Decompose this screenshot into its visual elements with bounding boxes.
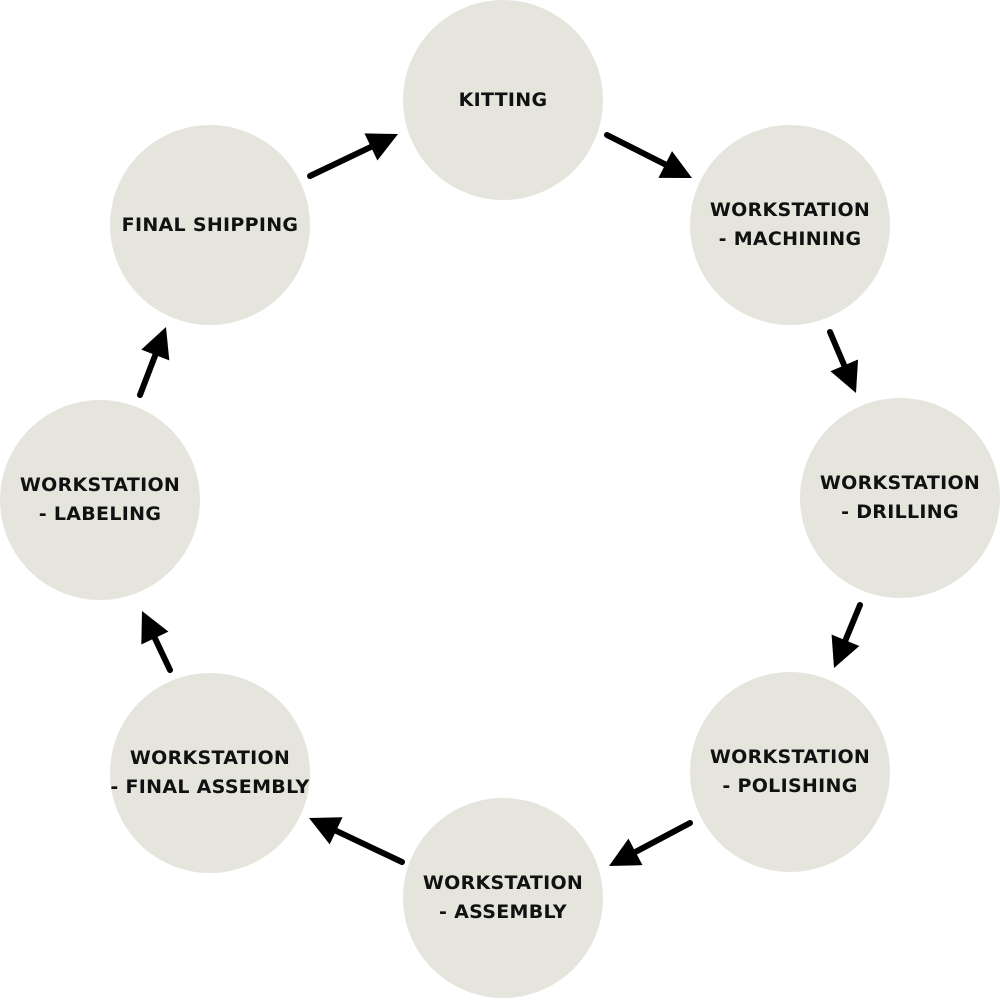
arrow-kitting-to-machining [604, 132, 692, 178]
node-machining: WORKSTATION - MACHINING [690, 125, 890, 325]
arrow-machining-to-drilling [827, 329, 859, 393]
node-label: - DRILLING [841, 501, 959, 523]
arrow-head-icon [309, 817, 343, 845]
arrow-assembly-to-final-assembly [309, 817, 405, 865]
node-final-shipping: FINAL SHIPPING [110, 125, 310, 325]
arrow-head-icon [831, 634, 860, 668]
node-label: WORKSTATION [819, 472, 981, 494]
arrow-shaft [630, 820, 693, 856]
arrow-head-icon [658, 151, 692, 178]
node-label: WORKSTATION [709, 746, 871, 768]
arrow-shaft [841, 602, 863, 646]
arrow-shaft [604, 132, 671, 169]
arrow-shaft [331, 826, 405, 865]
node-label: WORKSTATION [19, 474, 181, 496]
node-label: - FINAL ASSEMBLY [110, 776, 310, 798]
arrow-labeling-to-final-shipping [137, 327, 170, 398]
arrow-polishing-to-assembly [609, 820, 693, 866]
node-label: KITTING [458, 88, 548, 111]
arrow-head-icon [364, 133, 398, 161]
arrow-shaft [827, 329, 849, 371]
node-assembly: WORKSTATION - ASSEMBLY [403, 798, 603, 998]
node-labeling: WORKSTATION - LABELING [0, 400, 200, 600]
arrow-head-icon [609, 838, 643, 866]
node-drilling: WORKSTATION - DRILLING [800, 398, 1000, 598]
node-label: - MACHINING [718, 228, 862, 250]
node-label: WORKSTATION [709, 199, 871, 221]
node-kitting: KITTING [403, 0, 603, 200]
node-label: FINAL SHIPPING [121, 213, 299, 236]
arrow-final-assembly-to-labeling [141, 611, 173, 673]
node-final-assembly: WORKSTATION - FINAL ASSEMBLY [110, 673, 310, 873]
node-polishing: WORKSTATION - POLISHING [690, 672, 890, 872]
arrow-shaft [151, 633, 173, 673]
node-label: WORKSTATION [422, 872, 584, 894]
node-label: WORKSTATION [129, 747, 291, 769]
node-label: - LABELING [38, 503, 162, 525]
arrow-final-shipping-to-kitting [307, 133, 398, 179]
arrow-head-icon [141, 611, 169, 645]
node-label: - POLISHING [722, 775, 858, 797]
arrow-drilling-to-polishing [831, 602, 863, 668]
arrow-shaft [137, 350, 160, 398]
arrow-shaft [307, 143, 376, 179]
node-label: - ASSEMBLY [439, 901, 567, 923]
arrow-head-icon [830, 359, 859, 393]
arrow-head-icon [141, 327, 170, 361]
